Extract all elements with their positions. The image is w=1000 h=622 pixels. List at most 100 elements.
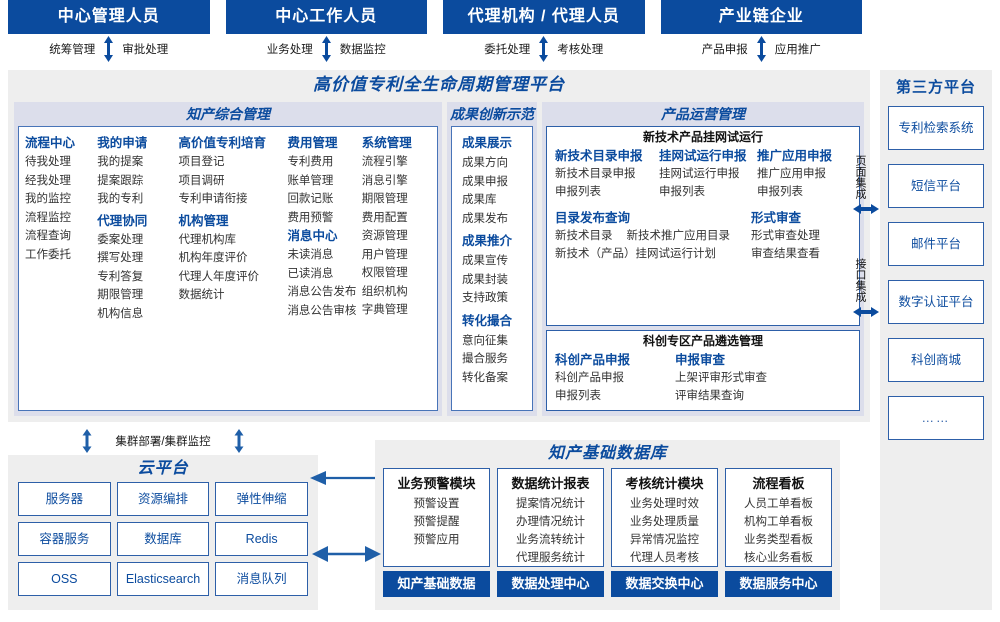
kdb-item[interactable]: 业务处理时效 xyxy=(630,498,699,510)
cloud-cell-redis[interactable]: Redis xyxy=(215,522,308,556)
third-party-item-patent-search[interactable]: 专利检索系统 xyxy=(888,106,984,150)
menu-item[interactable]: 期限管理 xyxy=(361,193,408,205)
sb-item[interactable]: 新技术（产品）挂网试运行计划 xyxy=(555,248,716,260)
kdb-item[interactable]: 异常情况监控 xyxy=(630,534,699,546)
kdb-item[interactable]: 核心业务看板 xyxy=(744,552,813,564)
menu-item[interactable]: 代理机构库 xyxy=(178,233,237,246)
kdb-item[interactable]: 业务类型看板 xyxy=(744,534,813,546)
menu-item[interactable]: 工作委托 xyxy=(25,248,71,261)
kdb-item[interactable]: 代理服务统计 xyxy=(516,552,585,564)
menu-item[interactable]: 支持政策 xyxy=(462,292,508,304)
menu-head[interactable]: 费用管理 xyxy=(287,136,338,150)
kdb-item[interactable]: 业务处理质量 xyxy=(630,516,699,528)
sb-item[interactable]: 新技术目录 xyxy=(555,230,613,242)
sb-item[interactable]: 形式审查处理 xyxy=(751,230,820,242)
menu-item[interactable]: 已读消息 xyxy=(287,267,334,280)
menu-item[interactable]: 消息引擎 xyxy=(361,174,408,187)
menu-item[interactable]: 权限管理 xyxy=(361,267,408,279)
cloud-cell-mq[interactable]: 消息队列 xyxy=(215,562,308,596)
sb-head[interactable]: 形式审查 xyxy=(751,211,802,225)
third-party-item-more[interactable]: …… xyxy=(888,396,984,440)
kdb-item[interactable]: 提案情况统计 xyxy=(516,498,585,510)
menu-item[interactable]: 专利申请衔接 xyxy=(178,193,248,205)
kdb-footer-processing-center[interactable]: 数据处理中心 xyxy=(497,571,604,597)
menu-head[interactable]: 代理协同 xyxy=(97,213,148,228)
menu-item[interactable]: 专利答复 xyxy=(97,270,144,283)
third-party-item-kechuang-mall[interactable]: 科创商城 xyxy=(888,338,984,382)
menu-item[interactable]: 委案处理 xyxy=(97,233,144,246)
menu-item[interactable]: 账单管理 xyxy=(287,174,334,187)
cloud-cell-oss[interactable]: OSS xyxy=(18,562,111,596)
menu-item[interactable]: 机构信息 xyxy=(97,307,144,320)
menu-head[interactable]: 成果推介 xyxy=(462,234,513,248)
menu-item[interactable]: 代理人年度评价 xyxy=(178,270,260,283)
kdb-item[interactable]: 机构工单看板 xyxy=(744,516,813,528)
sb-item[interactable]: 科创产品申报 xyxy=(555,372,624,384)
menu-item[interactable]: 机构年度评价 xyxy=(178,252,248,264)
kdb-footer-exchange-center[interactable]: 数据交换中心 xyxy=(611,571,718,597)
role-title-3[interactable]: 产业链企业 xyxy=(660,0,862,34)
menu-item[interactable]: 成果申报 xyxy=(462,175,508,188)
sb-item[interactable]: 申报列表 xyxy=(757,186,803,198)
menu-head[interactable]: 转化撮合 xyxy=(462,313,513,328)
menu-head[interactable]: 高价值专利培育 xyxy=(178,136,267,150)
menu-item[interactable]: 流程引擎 xyxy=(361,156,408,168)
kdb-item[interactable]: 预警提醒 xyxy=(413,516,460,528)
third-party-item-sms[interactable]: 短信平台 xyxy=(888,164,984,208)
menu-head[interactable]: 机构管理 xyxy=(178,213,229,228)
menu-head[interactable]: 成果展示 xyxy=(462,136,513,150)
menu-item[interactable]: 转化备案 xyxy=(462,371,508,384)
cloud-cell-autoscaling[interactable]: 弹性伸缩 xyxy=(215,482,308,516)
menu-item[interactable]: 撰写处理 xyxy=(97,252,144,264)
menu-item[interactable]: 成果方向 xyxy=(462,157,508,169)
menu-item[interactable]: 期限管理 xyxy=(97,289,144,301)
sb-head[interactable]: 新技术目录申报 xyxy=(555,149,643,163)
kdb-item[interactable]: 人员工单看板 xyxy=(744,498,813,510)
menu-item[interactable]: 成果库 xyxy=(462,194,497,206)
third-party-item-email[interactable]: 邮件平台 xyxy=(888,222,984,266)
menu-item[interactable]: 项目登记 xyxy=(178,156,225,168)
kdb-item[interactable]: 预警设置 xyxy=(413,498,460,510)
cloud-cell-server[interactable]: 服务器 xyxy=(18,482,111,516)
menu-item[interactable]: 用户管理 xyxy=(361,248,408,261)
menu-item[interactable]: 回款记账 xyxy=(287,193,334,205)
sb-head[interactable]: 挂网试运行申报 xyxy=(659,149,747,163)
role-title-0[interactable]: 中心管理人员 xyxy=(8,0,210,34)
cloud-cell-database[interactable]: 数据库 xyxy=(116,522,210,556)
menu-item[interactable]: 成果发布 xyxy=(462,212,508,225)
sb-head[interactable]: 目录发布查询 xyxy=(555,211,631,225)
menu-item[interactable]: 撮合服务 xyxy=(462,353,508,365)
menu-item[interactable]: 意向征集 xyxy=(462,334,508,347)
menu-item[interactable]: 成果宣传 xyxy=(462,255,508,267)
sb-item[interactable]: 新技术目录申报 xyxy=(555,168,636,180)
menu-item[interactable]: 提案跟踪 xyxy=(97,174,144,187)
menu-item[interactable]: 流程监控 xyxy=(25,211,71,224)
menu-item[interactable]: 消息公告发布 xyxy=(287,286,357,298)
menu-item[interactable]: 字典管理 xyxy=(361,304,408,316)
menu-head[interactable]: 我的申请 xyxy=(97,136,148,150)
sb-item[interactable]: 推广应用申报 xyxy=(757,168,826,180)
cloud-cell-orchestration[interactable]: 资源编排 xyxy=(116,482,210,516)
kdb-item[interactable]: 预警应用 xyxy=(413,534,460,546)
kdb-footer-service-center[interactable]: 数据服务中心 xyxy=(725,571,832,597)
menu-item[interactable]: 资源管理 xyxy=(361,230,408,242)
kdb-item[interactable]: 代理人员考核 xyxy=(630,552,699,564)
cloud-cell-elasticsearch[interactable]: Elasticsearch xyxy=(116,562,210,596)
kdb-item[interactable]: 业务流转统计 xyxy=(516,534,585,546)
menu-item[interactable]: 组织机构 xyxy=(361,285,408,298)
sb-item[interactable]: 挂网试运行申报 xyxy=(659,168,740,180)
menu-item[interactable]: 成果封装 xyxy=(462,273,508,286)
menu-head[interactable]: 消息中心 xyxy=(287,229,338,243)
menu-head[interactable]: 流程中心 xyxy=(25,136,76,150)
third-party-item-digital-cert[interactable]: 数字认证平台 xyxy=(888,280,984,324)
menu-item[interactable]: 消息公告审核 xyxy=(287,304,357,317)
cloud-cell-container[interactable]: 容器服务 xyxy=(18,522,111,556)
sb-item[interactable]: 新技术推广应用目录 xyxy=(626,230,731,242)
kdb-footer-basic-data[interactable]: 知产基础数据 xyxy=(383,571,490,597)
menu-item[interactable]: 未读消息 xyxy=(287,249,334,261)
sb-head[interactable]: 申报审查 xyxy=(675,353,726,367)
kdb-item[interactable]: 办理情况统计 xyxy=(516,516,585,528)
menu-item[interactable]: 我的提案 xyxy=(97,156,144,168)
menu-item[interactable]: 费用预警 xyxy=(287,211,334,224)
sb-item[interactable]: 申报列表 xyxy=(555,186,601,198)
